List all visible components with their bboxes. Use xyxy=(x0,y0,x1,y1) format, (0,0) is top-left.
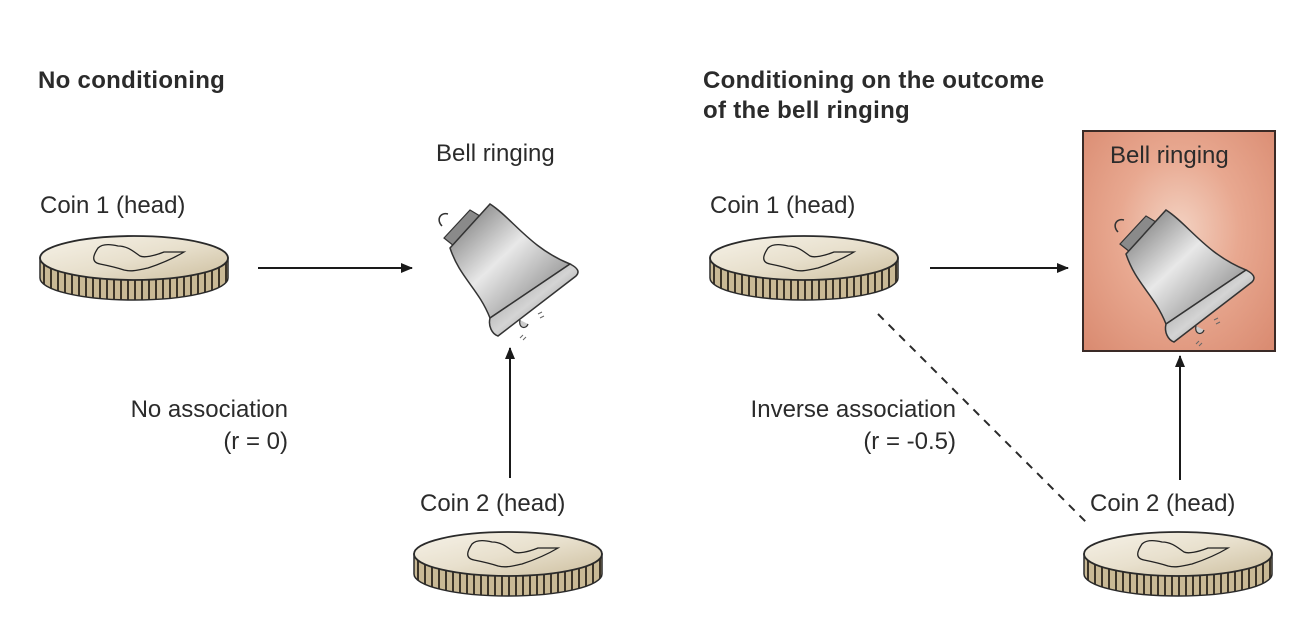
coin-1-label: Coin 1 (head) xyxy=(40,192,186,219)
coin-1-label: Coin 1 (head) xyxy=(710,192,856,219)
coin-2-label: Coin 2 (head) xyxy=(1090,490,1236,517)
conditioned-bell-box: Bell ringing xyxy=(1082,130,1276,352)
coin-2-label: Coin 2 (head) xyxy=(420,490,566,517)
inverse-association-line xyxy=(877,313,1087,523)
association-value: (r = 0) xyxy=(223,428,288,455)
panel-heading-line-2: of the bell ringing xyxy=(703,97,911,124)
association-label: Inverse association xyxy=(750,396,956,423)
panel-heading: No conditioning xyxy=(38,67,226,94)
association-label: No association xyxy=(130,396,288,423)
bell-label: Bell ringing xyxy=(436,140,555,167)
panel-heading-line-1: Conditioning on the outcome xyxy=(703,67,1045,94)
association-value: (r = -0.5) xyxy=(863,428,956,455)
bell-label: Bell ringing xyxy=(1110,142,1229,169)
